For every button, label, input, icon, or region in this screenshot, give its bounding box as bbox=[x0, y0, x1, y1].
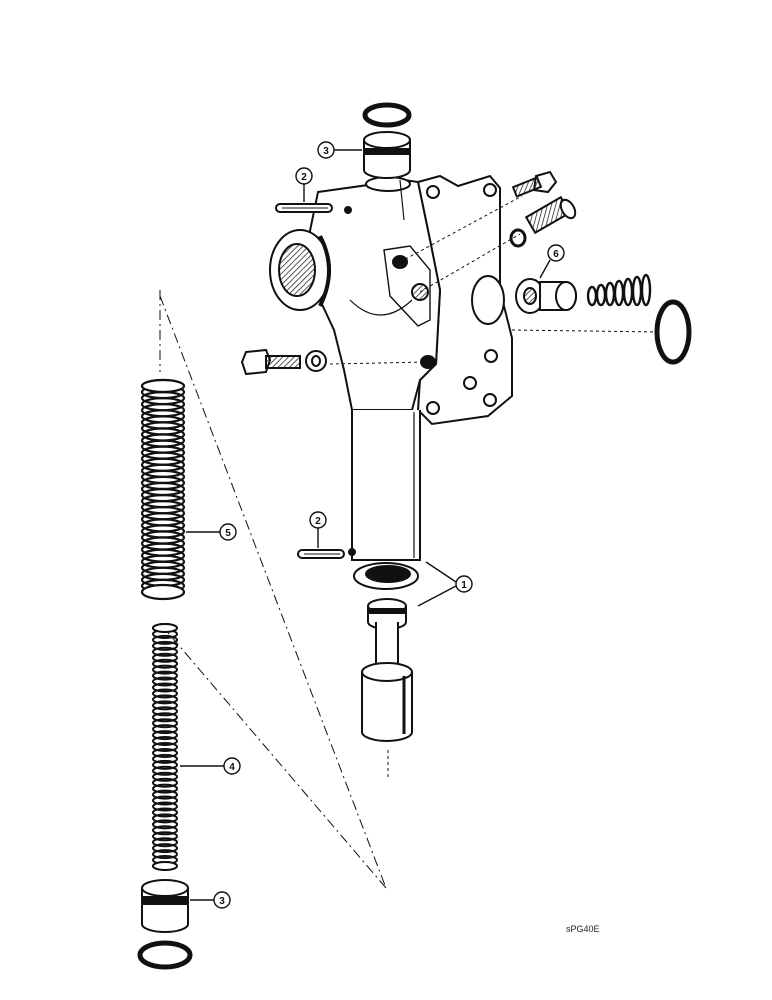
flange-hole bbox=[463, 376, 477, 390]
inner-spring-coils bbox=[152, 623, 178, 871]
spring-coil bbox=[152, 730, 178, 741]
spring-coil bbox=[152, 783, 178, 794]
spring-coil bbox=[152, 664, 178, 675]
spring-coil bbox=[152, 646, 178, 657]
callout-3-bottom: 3 bbox=[219, 896, 225, 907]
callouts bbox=[180, 141, 565, 909]
flange-hole bbox=[484, 349, 498, 363]
bottom-o-ring bbox=[137, 940, 193, 970]
relief-spring bbox=[586, 273, 652, 307]
spring-coil bbox=[152, 819, 178, 830]
assembly-lines bbox=[159, 290, 387, 889]
callout-4: 4 bbox=[229, 762, 235, 773]
spring-coil bbox=[152, 736, 178, 746]
spring-coil bbox=[152, 801, 178, 812]
spring-coil bbox=[152, 724, 178, 735]
bottom-roll-pin bbox=[297, 549, 345, 559]
spring-coil bbox=[152, 831, 178, 842]
callout-6: 6 bbox=[553, 249, 559, 260]
callout-2-top: 2 bbox=[301, 172, 307, 183]
spring-coil bbox=[152, 795, 178, 806]
callout-labels: 1 2 2 3 3 4 5 6 bbox=[219, 146, 559, 907]
inlet-port-shade bbox=[318, 235, 331, 307]
spring-coil bbox=[152, 700, 178, 711]
callout-1: 1 bbox=[461, 580, 467, 591]
barrel-end-bore bbox=[365, 565, 411, 583]
spring-coil bbox=[152, 712, 178, 723]
top-o-ring bbox=[362, 102, 412, 128]
housing-bolt bbox=[240, 348, 327, 376]
outer-spring bbox=[140, 378, 186, 601]
spring-coil bbox=[152, 807, 178, 818]
spool-land bbox=[361, 672, 413, 742]
large-o-ring bbox=[654, 299, 692, 365]
spring-coil bbox=[152, 849, 178, 860]
housing-barrel bbox=[351, 410, 421, 561]
spring-coil bbox=[152, 765, 178, 776]
flange-port bbox=[471, 275, 505, 325]
flange-hole bbox=[426, 401, 440, 415]
top-plug-assembly bbox=[362, 102, 412, 179]
bottom-plug-assembly bbox=[137, 879, 193, 970]
spring-coil bbox=[152, 748, 178, 758]
inner-spring bbox=[152, 623, 178, 871]
spring-coil bbox=[152, 813, 178, 824]
valve-housing bbox=[269, 174, 513, 590]
spring-coil bbox=[152, 652, 178, 663]
spring-coil bbox=[152, 789, 178, 800]
spring-coil bbox=[152, 843, 178, 854]
flange-hole bbox=[426, 185, 440, 199]
dowel-hole bbox=[348, 548, 356, 556]
callout-2-bottom: 2 bbox=[315, 516, 321, 527]
dowel-hole bbox=[344, 206, 352, 214]
spring-coil bbox=[152, 742, 178, 752]
spring-coil bbox=[152, 634, 178, 645]
drawing-code: sPG40E bbox=[566, 924, 600, 934]
spring-coil bbox=[152, 753, 178, 764]
relief-valve-parts bbox=[509, 170, 692, 365]
small-o-ring bbox=[509, 228, 527, 248]
spring-coil bbox=[152, 837, 178, 848]
spring-coil bbox=[152, 694, 178, 705]
spring-coil bbox=[152, 640, 178, 651]
callout-5: 5 bbox=[225, 528, 231, 539]
spring-coil bbox=[152, 718, 178, 729]
spring-coil bbox=[152, 676, 178, 687]
spring-coil bbox=[152, 688, 178, 699]
alignment-lines bbox=[329, 195, 661, 780]
spring-coil bbox=[152, 771, 178, 782]
spring-coil bbox=[152, 825, 178, 836]
valve-spool bbox=[361, 598, 413, 742]
spring-coil bbox=[152, 777, 178, 788]
spring-coil bbox=[152, 670, 178, 681]
flange-hole bbox=[483, 393, 497, 407]
top-roll-pin bbox=[275, 203, 333, 213]
spring-coil bbox=[152, 682, 178, 693]
inlet-port-thread bbox=[278, 243, 316, 297]
spring-coil bbox=[152, 658, 178, 669]
callout-3-top: 3 bbox=[323, 146, 329, 157]
spring-coil bbox=[152, 706, 178, 717]
flange-hole bbox=[483, 183, 497, 197]
body-bolt-hole bbox=[420, 355, 436, 369]
top-boss bbox=[365, 176, 411, 192]
spring-coil bbox=[152, 759, 178, 770]
